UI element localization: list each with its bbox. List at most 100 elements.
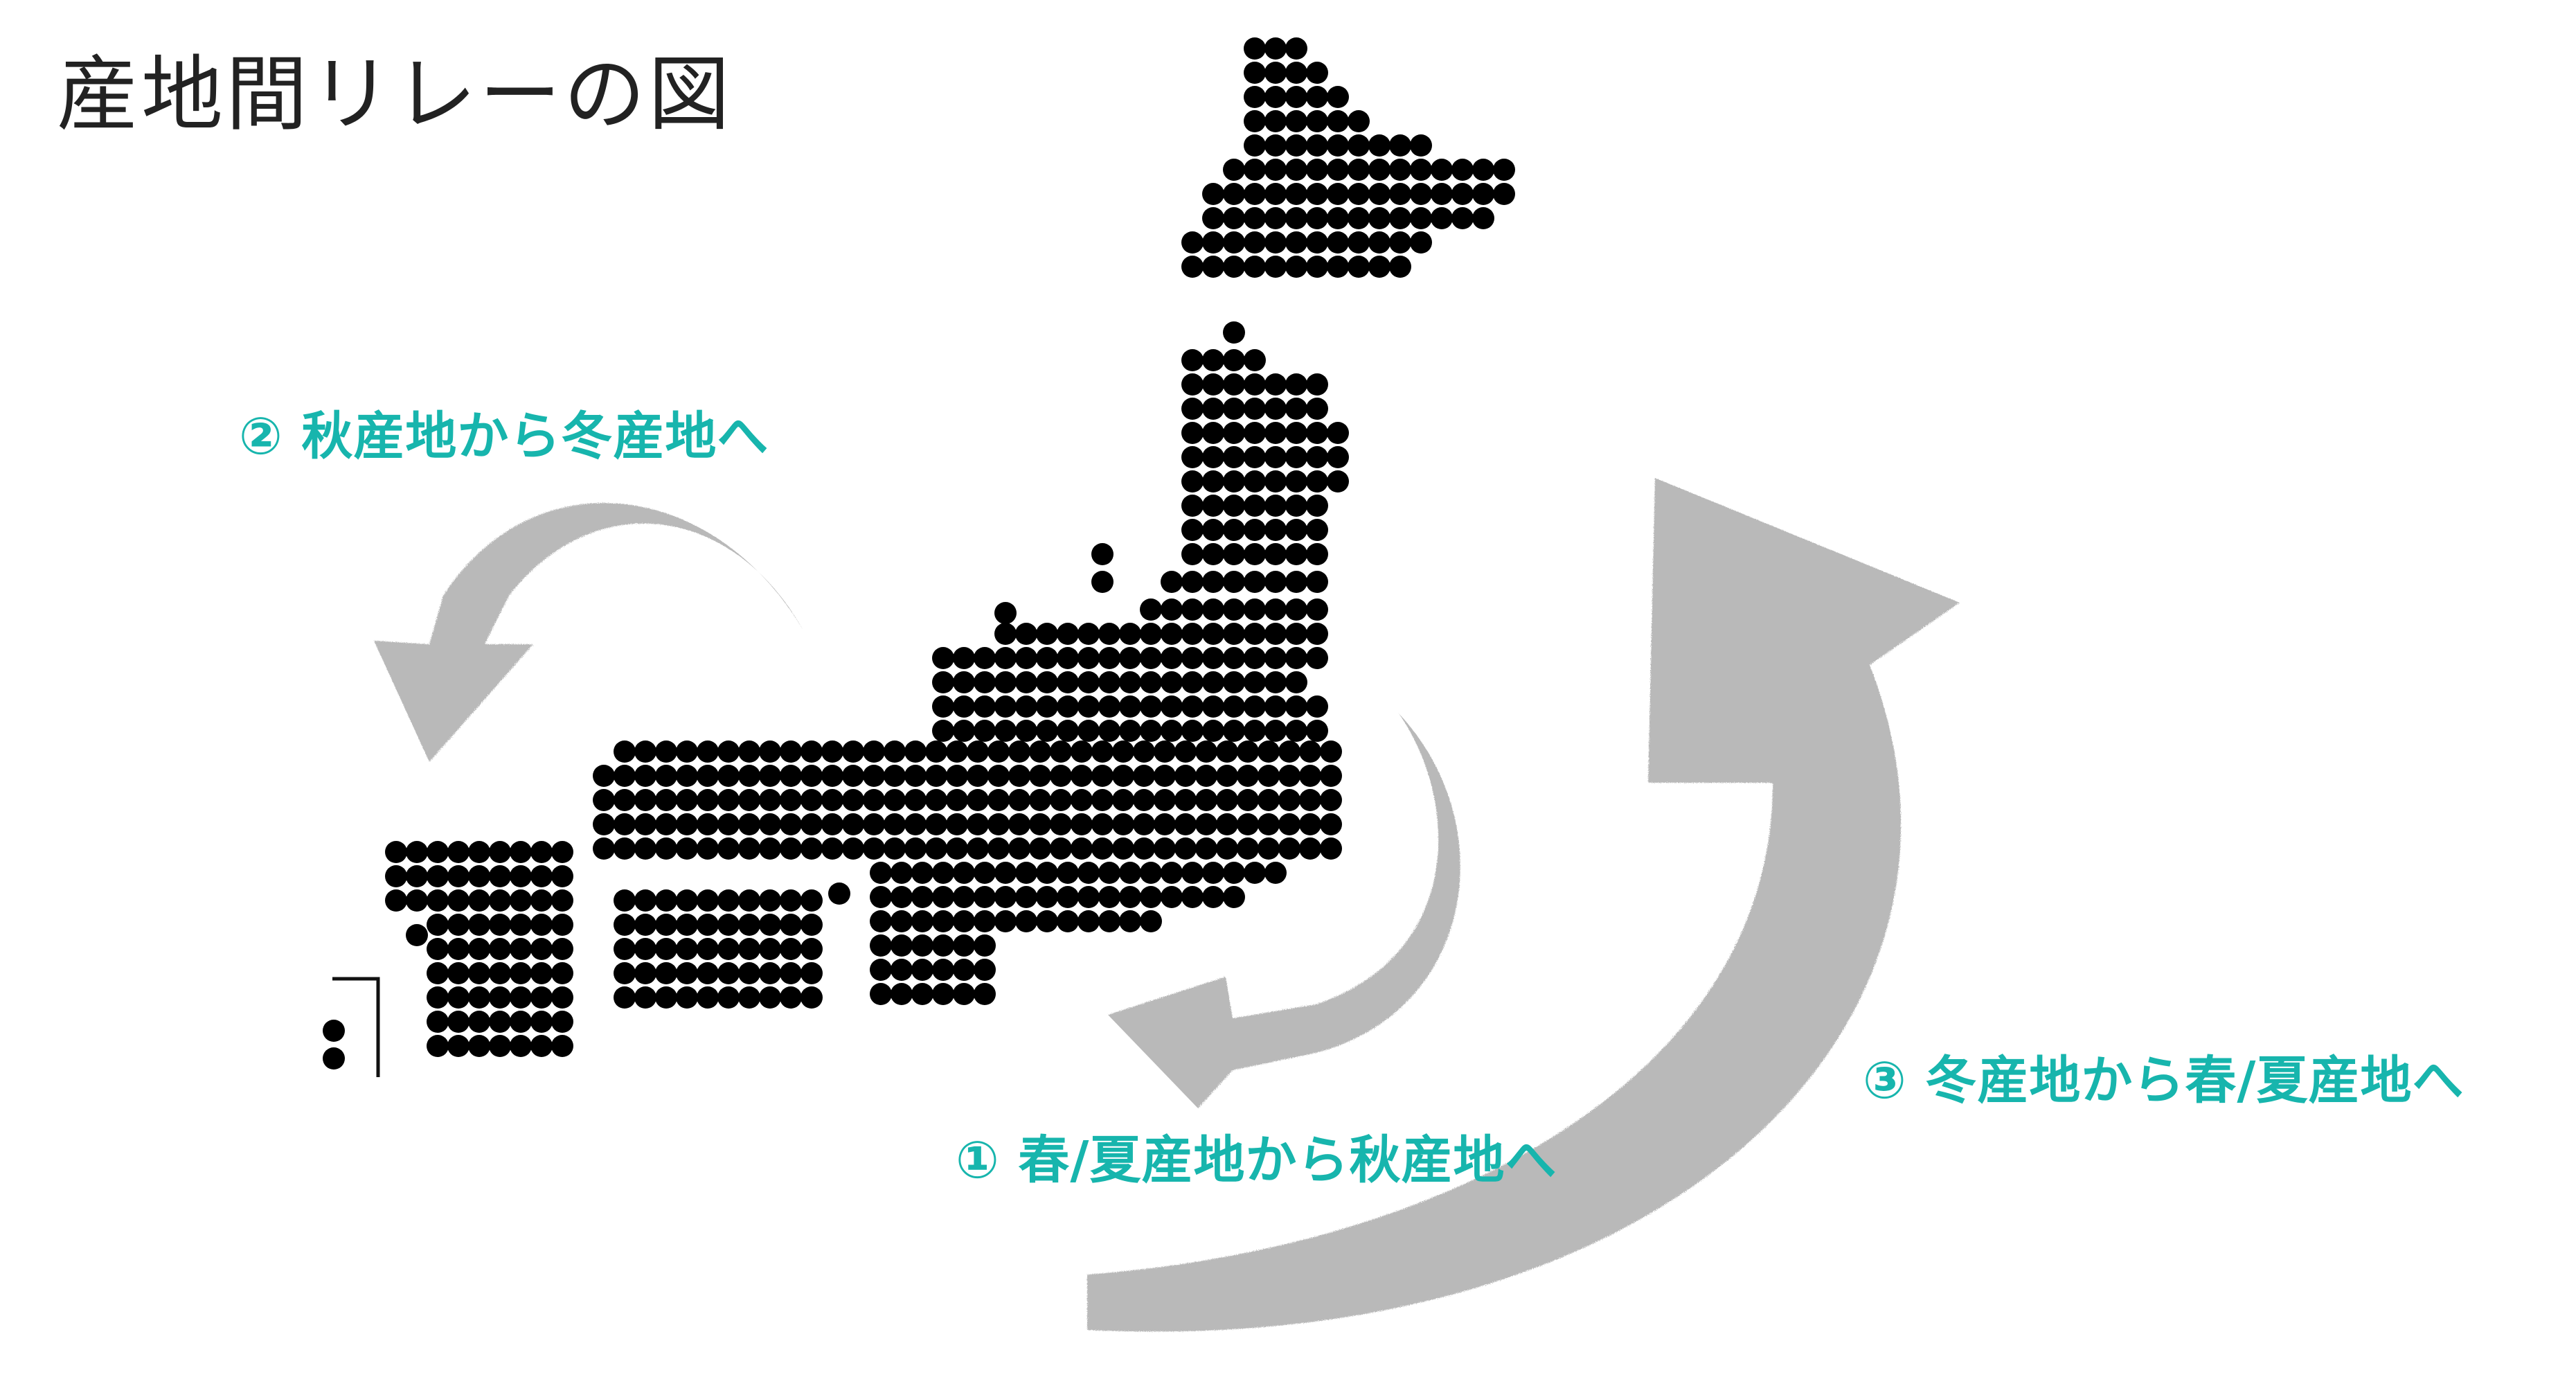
map-dot: [1140, 598, 1162, 621]
map-dot: [1181, 720, 1204, 742]
map-dot: [863, 740, 885, 763]
map-dot: [1015, 647, 1037, 669]
map-dot: [1057, 647, 1079, 669]
map-dot: [1258, 789, 1280, 811]
map-dot: [994, 862, 1017, 884]
map-dot: [1181, 571, 1204, 593]
map-dot: [821, 789, 843, 811]
map-dot: [759, 962, 781, 984]
map-dot: [634, 962, 656, 984]
map-dot: [1264, 207, 1287, 229]
map-dot: [863, 765, 885, 787]
map-dot: [1077, 910, 1100, 932]
map-dot: [946, 740, 968, 763]
map-dot: [447, 865, 469, 887]
map-dot: [1202, 256, 1224, 278]
map-dot: [1306, 256, 1328, 278]
map-dot: [953, 671, 975, 693]
map-dot: [994, 720, 1017, 742]
map-dot: [946, 765, 968, 787]
map-dot: [1223, 519, 1245, 541]
map-dot: [489, 938, 511, 960]
map-dot: [1202, 231, 1224, 254]
map-dot: [1195, 765, 1217, 787]
map-dot: [530, 938, 553, 960]
map-dot: [759, 914, 781, 936]
map-dot: [1244, 446, 1266, 468]
map-dot: [925, 740, 947, 763]
map-dot: [1174, 765, 1197, 787]
map-dot: [1223, 470, 1245, 493]
map-dot: [953, 910, 975, 932]
map-dot: [1181, 519, 1204, 541]
map-dot: [1112, 813, 1134, 835]
map-dot: [1119, 720, 1141, 742]
map-dot: [1202, 422, 1224, 444]
map-dot: [1389, 159, 1411, 181]
map-dot: [1348, 110, 1370, 132]
map-dot: [655, 789, 677, 811]
map-dot: [468, 914, 490, 936]
map-dot: [800, 889, 823, 912]
map-dot: [974, 720, 996, 742]
map-dot: [1244, 373, 1266, 396]
map-dot: [427, 938, 449, 960]
map-dot: [1071, 740, 1093, 763]
map-dot: [1244, 256, 1266, 278]
map-dot: [904, 765, 927, 787]
map-dot: [932, 934, 954, 957]
map-dot: [1299, 765, 1321, 787]
map-dot: [994, 695, 1017, 718]
map-dot: [427, 889, 449, 912]
map-dot: [821, 740, 843, 763]
map-dot: [614, 962, 636, 984]
map-dot: [821, 837, 843, 860]
map-dot: [1091, 837, 1113, 860]
map-dot: [1264, 231, 1287, 254]
map-dot: [447, 914, 469, 936]
map-dot: [1015, 695, 1037, 718]
map-dot: [1258, 837, 1280, 860]
map-dot: [932, 910, 954, 932]
map-dot: [1264, 598, 1287, 621]
map-dot: [1264, 62, 1287, 84]
map-dot: [1306, 695, 1328, 718]
map-dot: [1285, 62, 1307, 84]
map-dot: [1223, 720, 1245, 742]
map-dot: [1154, 813, 1176, 835]
map-dot: [1036, 720, 1058, 742]
map-dot: [1119, 886, 1141, 908]
map-dot: [1320, 789, 1342, 811]
map-dot: [1306, 623, 1328, 645]
map-dot: [932, 695, 954, 718]
map-dot: [1348, 183, 1370, 205]
map-dot: [1244, 422, 1266, 444]
map-dot: [468, 1011, 490, 1033]
map-dot: [1050, 813, 1072, 835]
map-dot: [1202, 519, 1224, 541]
map-dot: [1071, 813, 1093, 835]
map-dot: [1285, 183, 1307, 205]
map-dot: [1112, 765, 1134, 787]
map-dot: [717, 789, 740, 811]
map-dot: [1493, 159, 1515, 181]
map-dot: [1368, 231, 1390, 254]
map-dot: [655, 962, 677, 984]
map-dot: [891, 910, 913, 932]
map-dot: [1285, 86, 1307, 108]
map-dot: [676, 813, 698, 835]
map-dot: [1223, 647, 1245, 669]
map-dot: [884, 837, 906, 860]
map-dot: [1174, 740, 1197, 763]
map-dot: [1410, 183, 1432, 205]
map-dot: [800, 813, 823, 835]
map-dot: [655, 813, 677, 835]
map-dot: [634, 889, 656, 912]
map-dot: [530, 1011, 553, 1033]
map-dot: [870, 862, 892, 884]
map-dot: [925, 765, 947, 787]
map-dot: [1285, 519, 1307, 541]
map-dot: [1244, 598, 1266, 621]
map-dot: [821, 765, 843, 787]
map-dot: [489, 841, 511, 863]
